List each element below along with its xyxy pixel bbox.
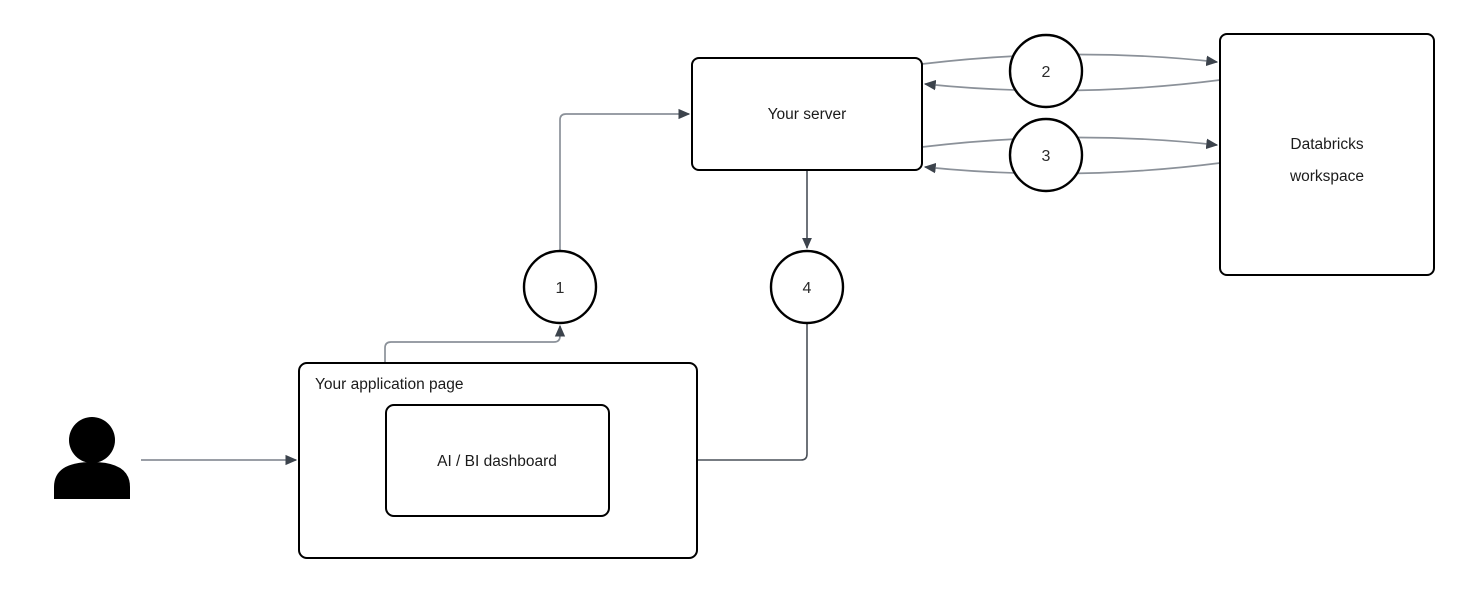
step-badge-4[interactable]: 4 [769,249,845,325]
step-badge-4-label: 4 [803,280,812,297]
databricks-workspace-label-line1: Databricks [1290,136,1363,153]
step-badge-2-circle [1008,33,1084,109]
connector-step4-to-dashboard [610,323,808,465]
step-badge-3-label: 3 [1042,148,1051,165]
ai-bi-dashboard-label: AI / BI dashboard [437,453,557,470]
step-badge-1-circle [522,249,598,325]
connector-step1-to-server [559,108,691,250]
connector-app-to-step1 [384,324,566,363]
step-badge-1-label: 1 [556,280,565,297]
databricks-workspace-box [1219,33,1435,276]
ai-bi-dashboard-box [385,404,610,517]
step-badge-3[interactable]: 3 [1008,117,1084,193]
step-badge-3-circle [1008,117,1084,193]
user-icon-head [69,417,115,463]
databricks-workspace-label-line2: workspace [1289,168,1364,185]
step-badge-4-circle [769,249,845,325]
user-icon [54,417,130,499]
node-your-server[interactable]: Your server [691,57,923,171]
user-icon-body [54,462,130,499]
node-ai-bi-dashboard[interactable]: AI / BI dashboard [385,404,610,517]
step-badge-2-label: 2 [1042,64,1051,81]
your-server-box [691,57,923,171]
step-badge-1[interactable]: 1 [522,249,598,325]
node-databricks-workspace[interactable]: Databricks workspace [1219,33,1435,276]
your-server-label: Your server [768,106,847,123]
your-application-page-label: Your application page [315,376,464,393]
step-badge-2[interactable]: 2 [1008,33,1084,109]
